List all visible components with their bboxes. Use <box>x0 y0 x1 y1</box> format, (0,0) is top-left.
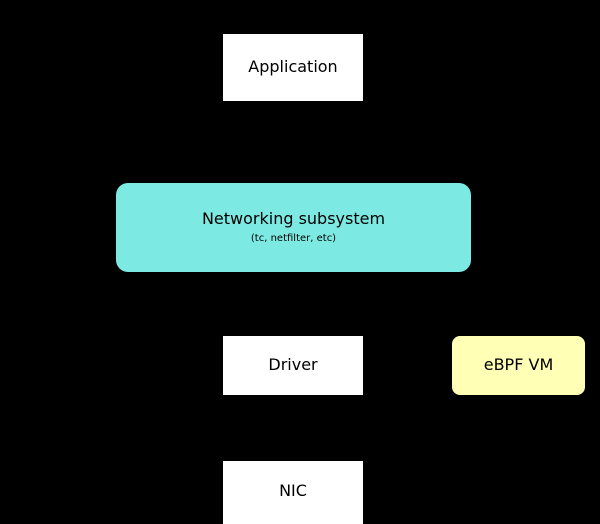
node-application[interactable]: Application <box>223 34 363 101</box>
node-nic-label: NIC <box>279 481 307 500</box>
node-ebpf-vm-label: eBPF VM <box>483 355 554 375</box>
node-ebpf-vm[interactable]: eBPF VM <box>452 336 585 395</box>
node-networking-subsystem-sublabel: (tc, netfilter, etc) <box>250 233 337 245</box>
node-application-label: Application <box>248 57 338 77</box>
node-networking-subsystem-label: Networking subsystem <box>201 209 386 229</box>
node-nic[interactable]: NIC <box>223 461 363 524</box>
node-driver-label: Driver <box>268 355 318 375</box>
node-networking-subsystem[interactable]: Networking subsystem (tc, netfilter, etc… <box>116 183 471 272</box>
node-driver[interactable]: Driver <box>223 336 363 395</box>
